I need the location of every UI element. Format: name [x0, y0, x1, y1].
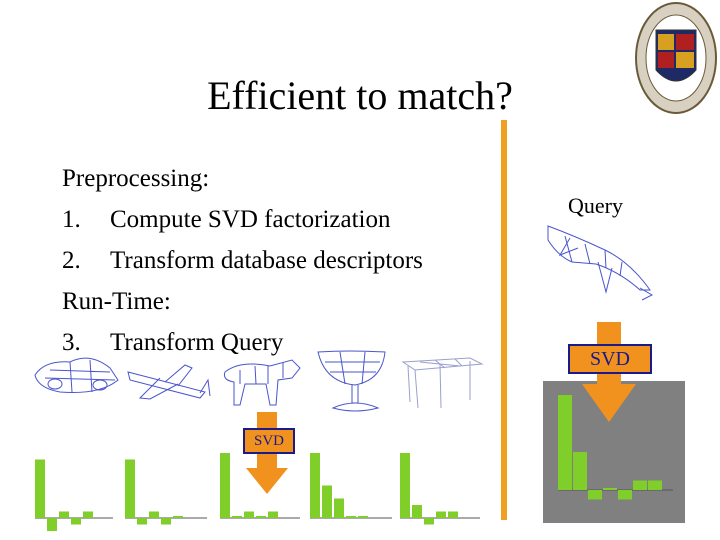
line-runtime: Run-Time:	[62, 288, 171, 316]
line-number: 2.	[62, 247, 81, 274]
histogram-bar	[220, 453, 230, 518]
histogram-bar	[310, 453, 320, 518]
histogram-bar	[232, 516, 242, 518]
shark-model-icon	[547, 225, 654, 301]
histogram-bar	[334, 498, 344, 518]
histogram-bar	[400, 453, 410, 518]
histogram-bar	[125, 459, 135, 518]
goblet-model-icon	[317, 350, 386, 412]
histogram-bar	[268, 511, 278, 518]
line-preprocessing: Preprocessing:	[62, 165, 209, 193]
histogram-bar	[173, 516, 183, 518]
line-step-2: 2. Transform database descriptors	[62, 247, 423, 275]
line-step-3: 3. Transform Query	[62, 329, 283, 357]
histogram-bar	[603, 488, 617, 490]
histogram-bar	[358, 516, 368, 518]
histogram-bar	[588, 490, 602, 500]
histogram-bar	[412, 505, 422, 518]
histogram-bar	[71, 518, 81, 525]
histogram-bar	[244, 511, 254, 518]
histogram-bar	[436, 511, 446, 518]
query-label: Query	[568, 193, 623, 218]
svd-label-right: SVD	[568, 344, 652, 374]
histogram-bar	[137, 518, 147, 525]
car-model-icon	[34, 357, 119, 393]
airplane-model-icon	[127, 364, 211, 400]
descriptor-histograms	[35, 395, 673, 531]
histogram-bar	[161, 518, 171, 525]
histogram-bar	[558, 395, 572, 490]
line-number: 3.	[62, 329, 81, 356]
line-text: Transform database descriptors	[110, 247, 423, 274]
histogram-bar	[618, 490, 632, 500]
table-model-icon	[401, 357, 484, 409]
slide-title: Efficient to match?	[207, 73, 513, 118]
histogram-bar	[256, 516, 266, 518]
histogram-bar	[322, 485, 332, 518]
line-text: Preprocessing:	[62, 165, 210, 192]
histogram-bar	[424, 518, 434, 525]
histogram-bar	[47, 518, 57, 531]
histogram-bar	[448, 511, 458, 518]
line-number: 1.	[62, 206, 81, 233]
line-text: Compute SVD factorization	[110, 206, 391, 233]
dog-model-icon	[223, 359, 301, 406]
line-step-1: 1. Compute SVD factorization	[62, 206, 391, 234]
histogram-bar	[648, 480, 662, 490]
line-text: Transform Query	[110, 329, 284, 356]
histogram-bar	[83, 511, 93, 518]
university-seal-icon	[635, 2, 717, 114]
histogram-bar	[149, 511, 159, 518]
svd-label-left: SVD	[243, 428, 295, 454]
histogram-bar	[346, 516, 356, 518]
orange-divider	[501, 120, 507, 520]
histogram-bar	[573, 452, 587, 490]
histogram-bar	[59, 511, 69, 518]
histogram-bar	[633, 480, 647, 490]
line-text: Run-Time:	[62, 288, 171, 315]
histogram-bar	[35, 459, 45, 518]
